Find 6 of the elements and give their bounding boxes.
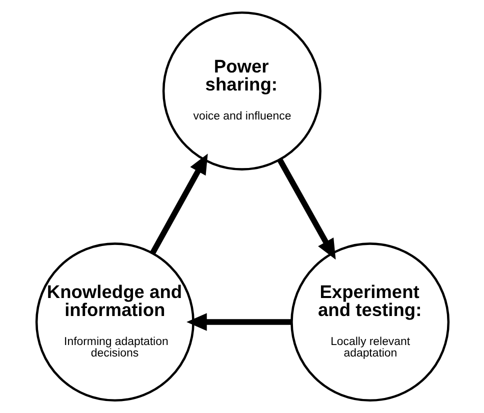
node-circle: Knowledge and information Informing adaptation decisions xyxy=(34,242,194,402)
arrow xyxy=(150,154,208,254)
arrow xyxy=(276,158,336,260)
node-circle: Experiment and testing: Locally relevant adaptation xyxy=(290,242,450,402)
arrow xyxy=(186,313,291,331)
node-circle: Power sharing: voice and influence xyxy=(162,11,321,170)
